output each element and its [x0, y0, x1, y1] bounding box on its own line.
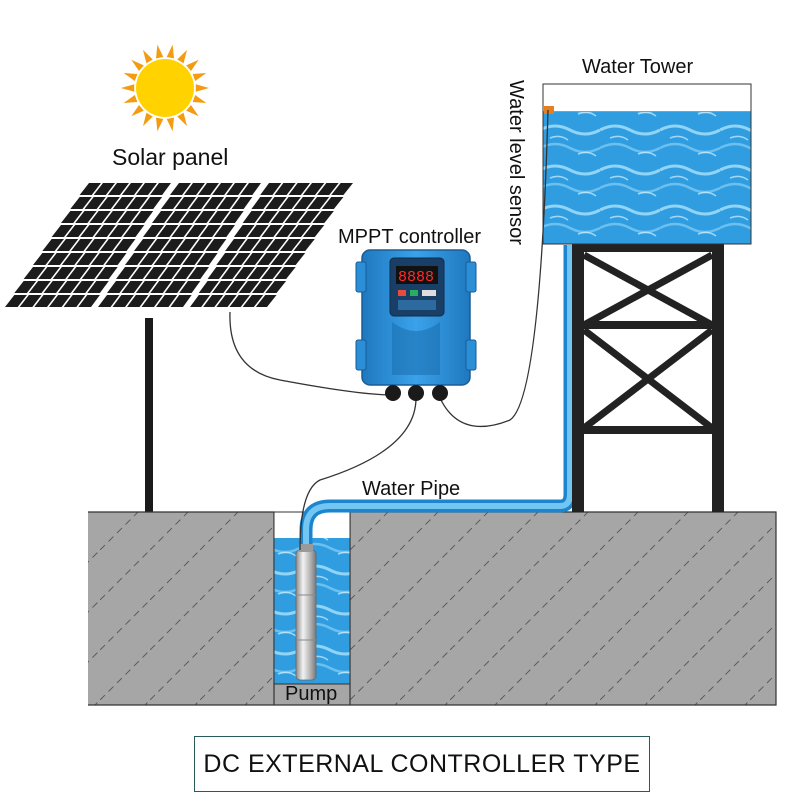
level-sensor-icon	[544, 106, 554, 114]
controller-display-digits: 8888	[398, 269, 434, 286]
controller-button-red	[398, 290, 406, 296]
solar-panel	[3, 179, 357, 518]
controller-display	[396, 266, 438, 284]
controller-to-sensor-cable	[439, 109, 549, 428]
water-tower-frame	[572, 244, 724, 512]
controller-to-pump-cable	[299, 397, 417, 551]
cables	[229, 109, 549, 551]
cable-gland	[432, 385, 448, 401]
ground	[88, 511, 777, 706]
water-tower-tank	[542, 83, 752, 245]
panel-to-controller-cable	[229, 311, 394, 396]
water-level-sensor-label: Water level sensor	[505, 80, 527, 245]
cable-gland	[385, 385, 401, 401]
water-pipe	[299, 245, 577, 612]
mppt-controller-label: MPPT controller	[338, 226, 481, 248]
mppt-controller: 8888	[355, 249, 477, 401]
sun-icon	[121, 44, 209, 132]
water-tower-label: Water Tower	[582, 56, 693, 78]
caption: DC EXTERNAL CONTROLLER TYPE	[203, 749, 641, 778]
caption-box: DC EXTERNAL CONTROLLER TYPE	[194, 736, 650, 792]
panel-pole	[145, 318, 153, 518]
pump	[295, 544, 317, 681]
pump-label: Pump	[285, 683, 337, 705]
cable-gland	[408, 385, 424, 401]
controller-button-green	[410, 290, 418, 296]
solar-panel-label: Solar panel	[112, 144, 228, 170]
controller-button	[422, 290, 436, 296]
water-pipe-label: Water Pipe	[362, 478, 460, 500]
